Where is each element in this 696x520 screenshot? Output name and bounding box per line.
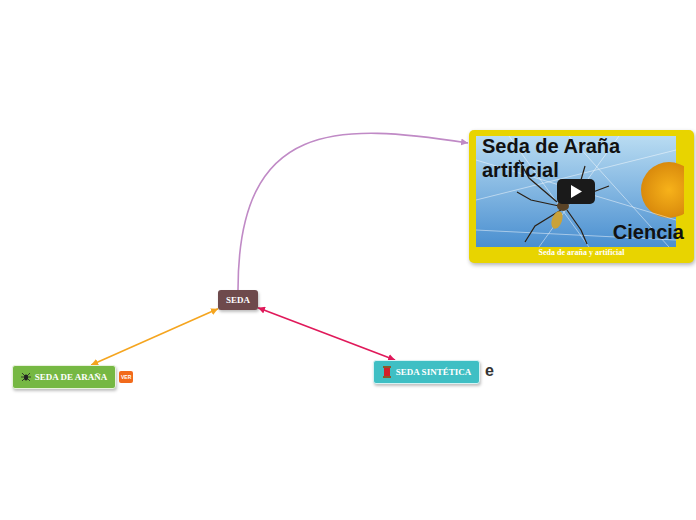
- video-tag: Ciencia: [613, 220, 684, 244]
- node-text: SEDA DE ARAÑA: [35, 372, 108, 382]
- note-letter: e: [485, 362, 494, 380]
- view-badge: VER: [119, 371, 133, 383]
- topic-box: SEDA DE ARAÑA: [12, 365, 116, 389]
- node-text: SEDA: [226, 295, 250, 305]
- video-caption: Seda de araña y artificial: [469, 248, 694, 257]
- connector: [258, 308, 395, 360]
- spool-icon: [382, 366, 392, 378]
- topic-box: SEDA SINTÉTICA: [373, 360, 480, 384]
- connector: [91, 309, 218, 365]
- node-text: SEDA SINTÉTICA: [396, 367, 471, 377]
- spider-icon: [21, 372, 31, 382]
- central-topic: SEDA: [218, 290, 258, 310]
- connector: [238, 133, 468, 290]
- video-card: Seda de Araña artificialCienciaSeda de a…: [469, 130, 694, 263]
- video-title: Seda de Araña artificial: [482, 134, 654, 182]
